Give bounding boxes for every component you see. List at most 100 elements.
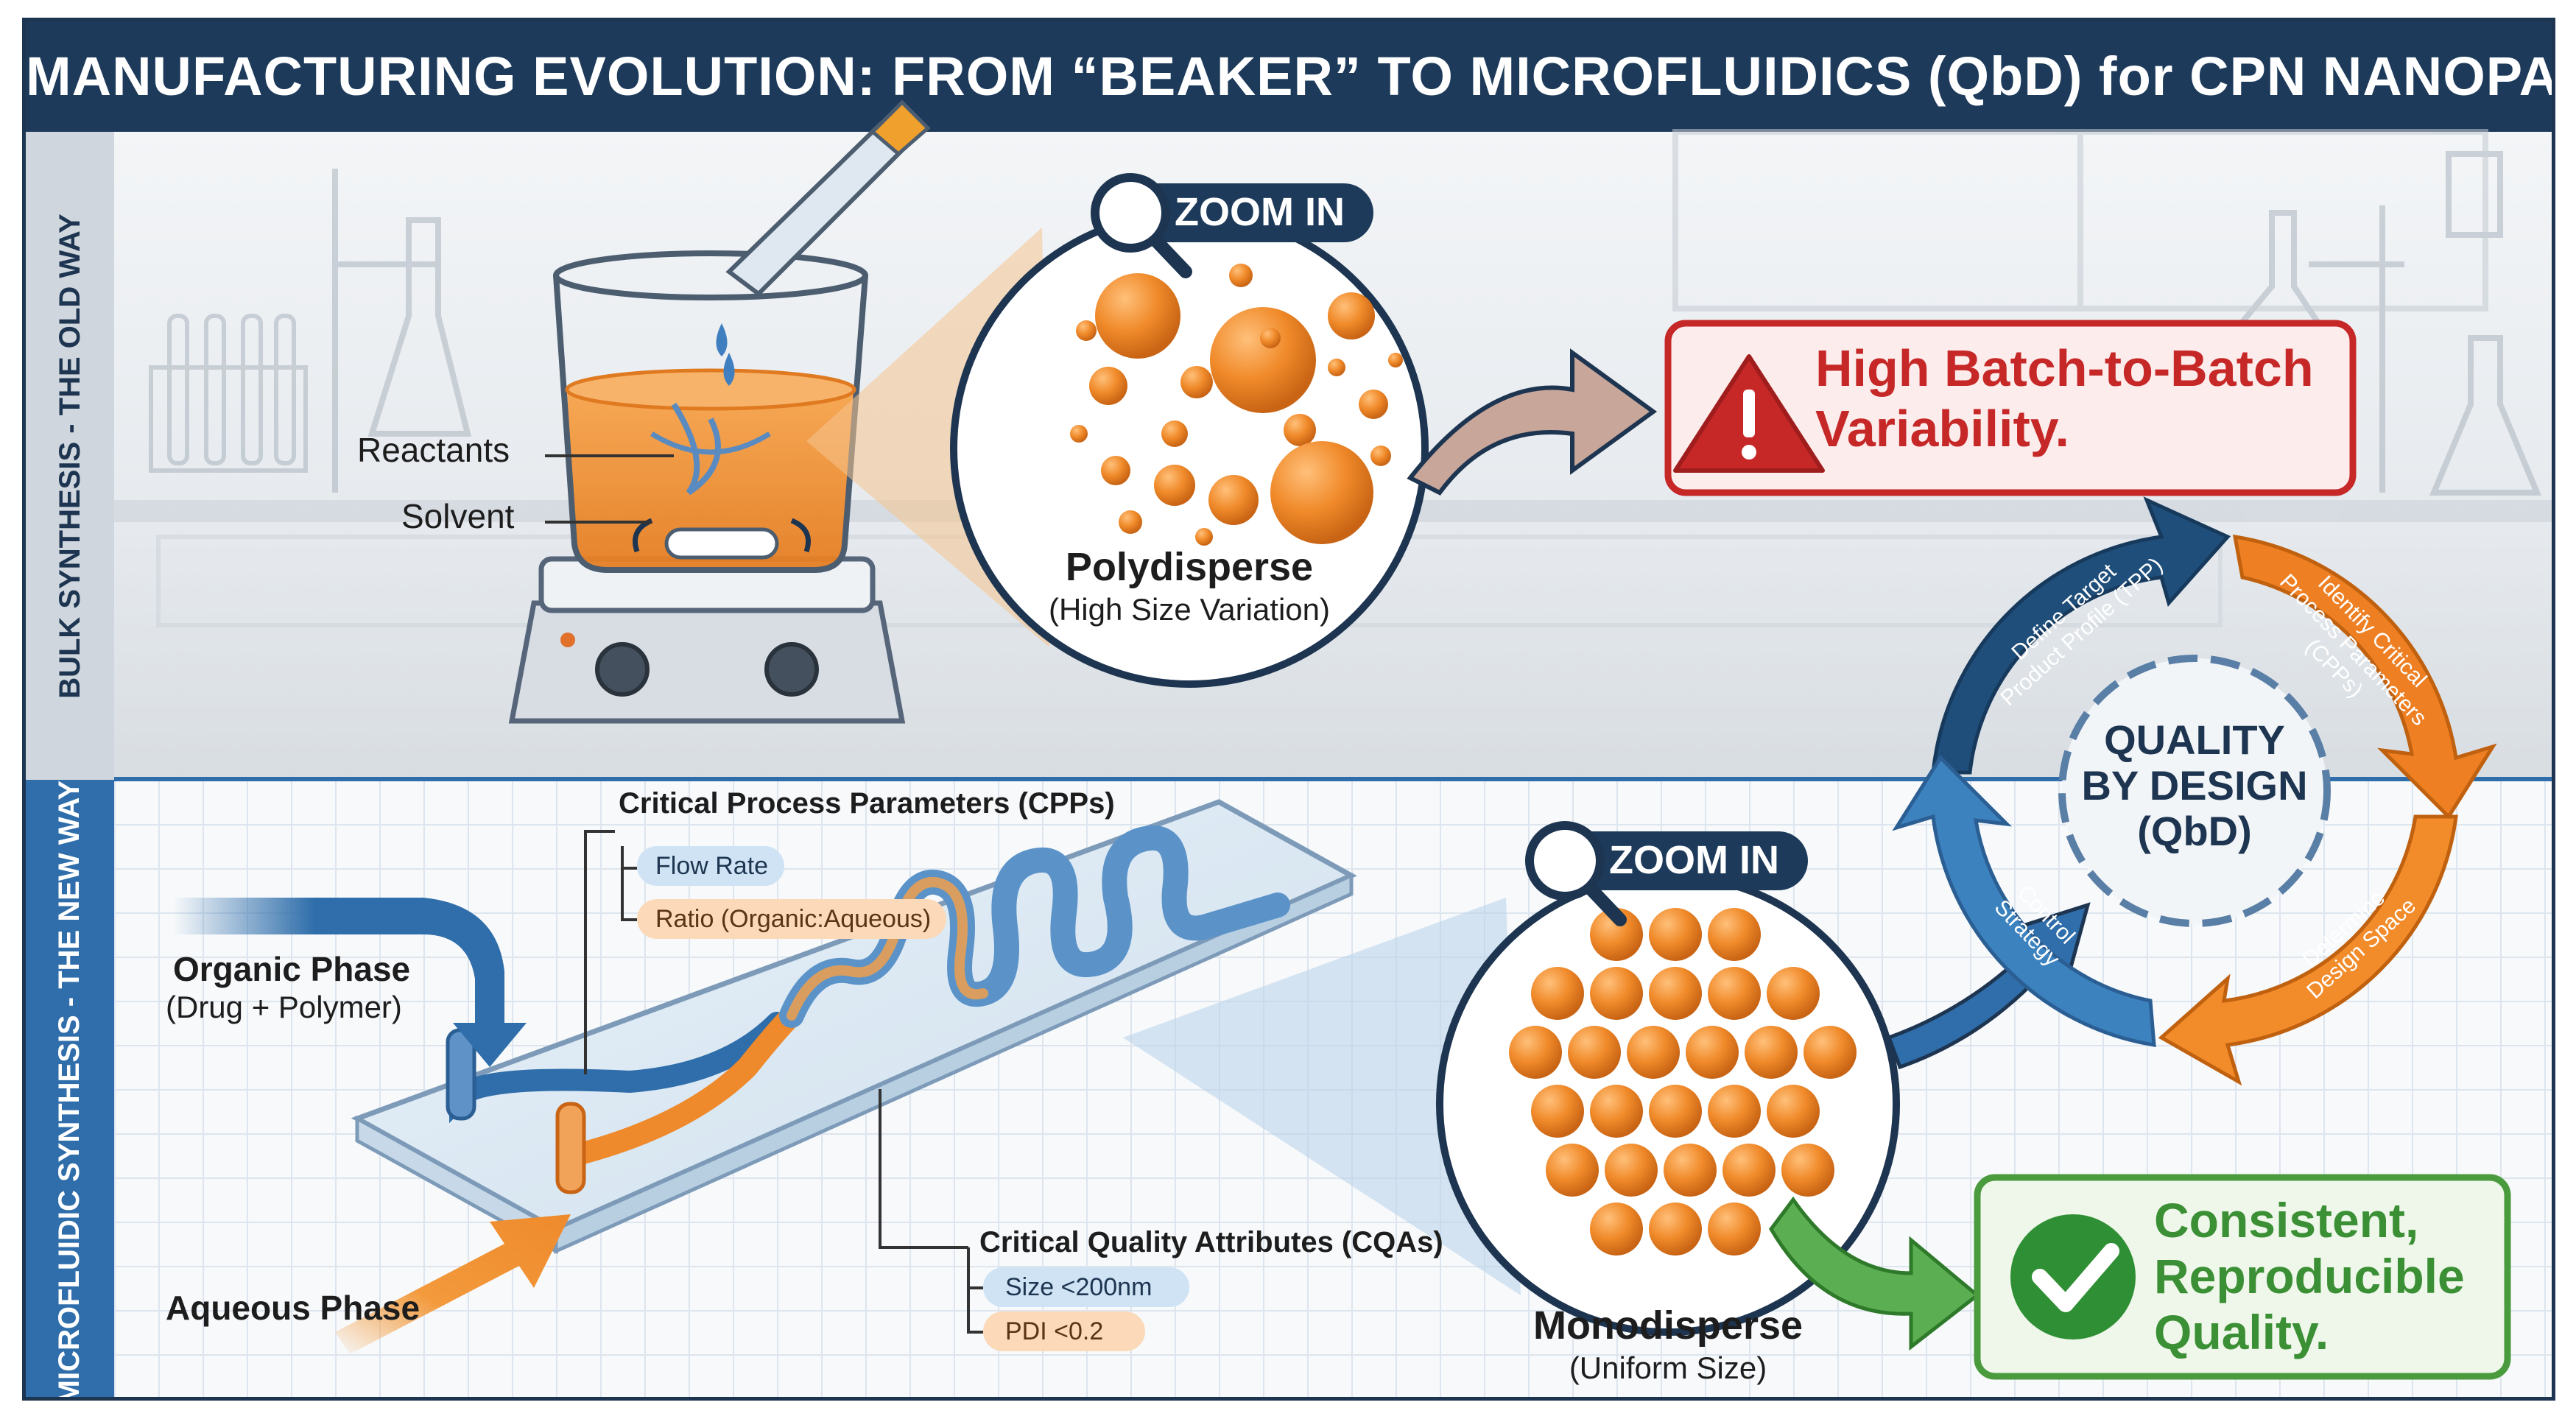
polydisperse-particles — [1070, 264, 1403, 546]
particle — [1119, 510, 1142, 534]
section-label-microfluidic: MICROFLUIDIC SYNTHESIS - THE NEW WAY — [26, 780, 114, 1397]
warning-triangle-icon — [1673, 354, 1825, 473]
test-tube-rack — [149, 314, 308, 473]
particle — [1627, 1026, 1680, 1079]
aqueous-inflow-arrow — [335, 1214, 571, 1354]
qbd-step-control-arrow — [1892, 755, 2156, 1047]
organic-phase-title: Organic Phase — [173, 950, 411, 988]
success-line2: Reproducible — [2154, 1249, 2465, 1303]
particle — [1664, 1144, 1717, 1197]
cqa-bracket — [879, 1089, 983, 1334]
hotplate-icon — [508, 556, 906, 724]
polydisperse-title: Polydisperse — [1065, 545, 1314, 589]
cqa-item-pdi: PDI <0.2 — [1005, 1317, 1104, 1345]
ratio-chip — [637, 899, 946, 939]
magnifier-icon — [1091, 173, 1373, 278]
warning-text-line2: Variability. — [1815, 400, 2069, 457]
pipette-icon — [716, 99, 931, 386]
particle — [1509, 1026, 1562, 1079]
zoom-cone-bottom — [1123, 898, 1521, 1295]
particle — [1328, 292, 1375, 339]
particle — [1708, 1203, 1761, 1256]
particle — [1708, 908, 1761, 961]
particle — [1649, 1085, 1702, 1138]
aqueous-channel — [555, 1004, 803, 1194]
infographic-frame: MANUFACTURING EVOLUTION: FROM “BEAKER” T… — [22, 18, 2555, 1401]
cqa-item-size: Size <200nm — [1005, 1273, 1152, 1301]
size-chip — [983, 1267, 1189, 1307]
illustration-layer — [114, 99, 2552, 1380]
warning-text-line1: High Batch-to-Batch — [1815, 339, 2314, 397]
particle — [1101, 456, 1130, 485]
section-divider — [114, 777, 2552, 781]
pdi-chip — [983, 1311, 1145, 1351]
organic-channel — [446, 1012, 788, 1124]
monodisperse-particles — [1509, 908, 1857, 1256]
particle — [1195, 528, 1213, 546]
checkmark-icon — [2010, 1214, 2136, 1339]
particle — [1161, 420, 1188, 447]
arrow-to-warning — [1407, 348, 1658, 496]
qbd-center-line3: (QbD) — [2137, 808, 2252, 854]
particle — [1531, 1085, 1584, 1138]
particle — [1708, 1085, 1761, 1138]
beaker — [553, 250, 868, 573]
particle — [1781, 1144, 1834, 1197]
warning-box — [1664, 320, 2357, 496]
warning-text: High Batch-to-Batch Variability. — [1815, 338, 2314, 459]
particle — [1270, 441, 1373, 544]
particle — [1605, 1144, 1658, 1197]
particle — [1076, 320, 1097, 341]
monodisperse-subtitle: (Uniform Size) — [1569, 1351, 1767, 1385]
particle — [1590, 1085, 1643, 1138]
particle — [1745, 1026, 1798, 1079]
cpp-bracket — [584, 830, 637, 1074]
particle — [1328, 359, 1345, 376]
cpp-heading: Critical Process Parameters (CPPs) — [619, 787, 1115, 820]
particle — [1260, 328, 1281, 348]
cpp-item-flow-rate: Flow Rate — [655, 852, 769, 880]
cqa-heading: Critical Quality Attributes (CQAs) — [979, 1226, 1443, 1258]
cpp-item-ratio: Ratio (Organic:Aqueous) — [655, 905, 932, 933]
particle — [1531, 967, 1584, 1020]
particle — [1590, 1203, 1643, 1256]
particle — [1767, 1085, 1820, 1138]
particle — [1229, 264, 1253, 287]
qbd-center-text: QUALITY BY DESIGN (QbD) — [2062, 717, 2327, 854]
success-line1: Consistent, — [2154, 1193, 2419, 1247]
particle — [1089, 367, 1127, 405]
monodisperse-title: Monodisperse — [1532, 1303, 1803, 1348]
particle — [1590, 967, 1643, 1020]
zoom-in-label-top: ZOOM IN — [1175, 190, 1345, 234]
particle — [1767, 967, 1820, 1020]
magnifier-icon — [1525, 821, 1808, 926]
particle — [1359, 390, 1388, 419]
serpentine-mixing-stream — [786, 876, 988, 1021]
polydisperse-subtitle: (High Size Variation) — [1048, 592, 1331, 627]
qbd-center-circle — [2058, 655, 2331, 927]
particle — [1649, 908, 1702, 961]
particle — [1284, 414, 1316, 446]
organic-phase-subtitle: (Drug + Polymer) — [166, 990, 402, 1024]
particle — [1210, 307, 1316, 413]
qbd-step-tpp-arrow — [1931, 496, 2231, 775]
qbd-cycle — [1892, 496, 2497, 1086]
particle — [1803, 1026, 1857, 1079]
particle — [1568, 1026, 1621, 1079]
particle — [1388, 353, 1403, 367]
particle — [1686, 1026, 1739, 1079]
qbd-step-cpp-arrow — [2232, 534, 2497, 820]
solvent-label: Solvent — [401, 497, 515, 535]
qbd-step-design-space-arrow — [2158, 814, 2458, 1086]
ring-stand — [332, 169, 472, 493]
qbd-center-line2: BY DESIGN — [2081, 762, 2308, 809]
particle — [1546, 1144, 1599, 1197]
particle — [1208, 475, 1259, 525]
qbd-center-line1: QUALITY — [2104, 716, 2285, 763]
organic-inflow-arrow — [173, 898, 527, 1067]
flow-rate-chip — [637, 846, 784, 886]
particle — [1722, 1144, 1776, 1197]
particle — [1649, 967, 1702, 1020]
particle — [1070, 425, 1088, 443]
particle — [1154, 465, 1195, 506]
